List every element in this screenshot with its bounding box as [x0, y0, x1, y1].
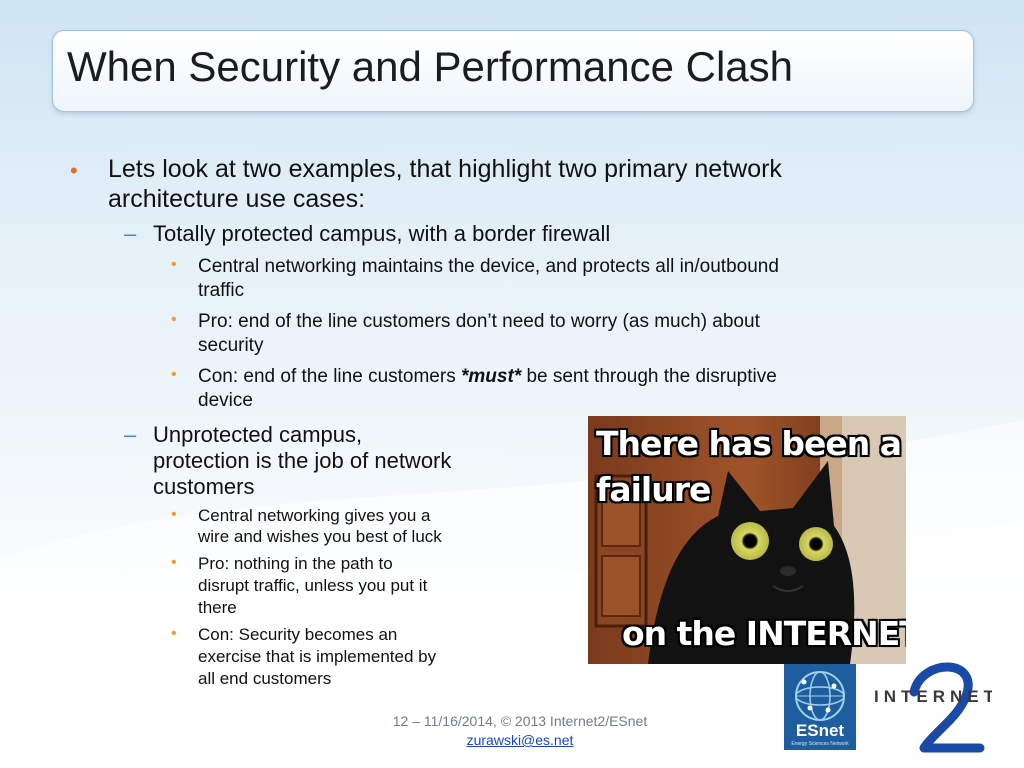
case2-line-2: protection is the job of network	[153, 448, 452, 473]
internet2-wordmark: INTERNET	[874, 687, 992, 706]
case2-point-2-line: disrupt traffic, unless you put it	[198, 576, 428, 595]
footer-email-link[interactable]: zurawski@es.net	[466, 732, 574, 748]
case2-point-3: Con: Security becomes an exercise that i…	[198, 624, 436, 690]
case2-point-2-line: there	[198, 598, 237, 617]
internet2-logo: INTERNET	[862, 662, 994, 762]
sub-bullet-dot: •	[171, 554, 177, 571]
case2-point-3-line: all end customers	[198, 669, 332, 688]
cat-meme-image: There has been a failure on the INTERNET…	[588, 416, 906, 664]
meme-top-line-1: There has been a	[596, 424, 902, 463]
case1-point-1-line-1: Central networking maintains the device,…	[198, 256, 779, 277]
case1-point-3-emphasis: *must*	[460, 366, 522, 387]
case2-line-3: customers	[153, 474, 255, 499]
esnet-logo-subtext: Energy Sciences Network	[791, 741, 849, 747]
dash-bullet: –	[124, 221, 137, 246]
intro-line-1: Lets look at two examples, that highligh…	[108, 155, 782, 183]
esnet-logo-text: ESnet	[796, 721, 845, 740]
sub-bullet-dot: •	[171, 366, 177, 383]
case2-point-2-line: Pro: nothing in the path to	[198, 554, 393, 573]
sub-bullet-dot: •	[171, 256, 177, 273]
sub-bullet-dot: •	[171, 311, 177, 328]
esnet-logo: ESnet Energy Sciences Network	[784, 664, 856, 750]
case1-point-3-suffix: be sent through the disruptive	[521, 366, 777, 387]
meme-bottom-line: on the INTERNETS	[622, 614, 906, 653]
case1-point-3-line-2: device	[198, 390, 253, 411]
case2-point-3-line: Con: Security becomes an	[198, 625, 398, 644]
sub-bullet-dot: •	[171, 625, 177, 642]
esnet-globe-icon: ESnet Energy Sciences Network	[784, 664, 856, 750]
case2-point-3-line: exercise that is implemented by	[198, 647, 437, 666]
case2-point-1: Central networking gives you a wire and …	[198, 505, 442, 547]
case1-point-3-prefix: Con: end of the line customers	[198, 366, 461, 387]
case2-line-1: Unprotected campus,	[153, 422, 363, 447]
slide-footer: 12 – 11/16/2014, © 2013 Internet2/ESnet …	[290, 713, 750, 748]
cat-meme-illustration	[588, 416, 906, 664]
footer-page-info: 12 – 11/16/2014, © 2013 Internet2/ESnet	[392, 713, 648, 729]
slide-title: When Security and Performance Clash	[67, 43, 793, 90]
dash-bullet: –	[124, 422, 137, 447]
case2-point-1-line: wire and wishes you best of luck	[198, 527, 442, 546]
meme-top-line-2: failure	[596, 470, 711, 509]
sub-bullet-dot: •	[171, 506, 177, 523]
title-box: When Security and Performance Clash	[52, 30, 974, 112]
case2-point-1-line: Central networking gives you a	[198, 506, 431, 525]
case1-point-3-line-1: Con: end of the line customers *must* be…	[198, 365, 777, 388]
case1-heading: Totally protected campus, with a border …	[153, 221, 611, 246]
case1-point-2-line-2: security	[198, 335, 264, 356]
case2-point-2: Pro: nothing in the path to disrupt traf…	[198, 553, 427, 619]
internet2-logo-graphic: INTERNET	[874, 662, 994, 753]
intro-line-2: architecture use cases:	[108, 185, 366, 213]
bullet-dot: •	[70, 158, 78, 183]
case1-point-2-line-1: Pro: end of the line customers don’t nee…	[198, 311, 760, 332]
case1-point-1-line-2: traffic	[198, 280, 245, 301]
